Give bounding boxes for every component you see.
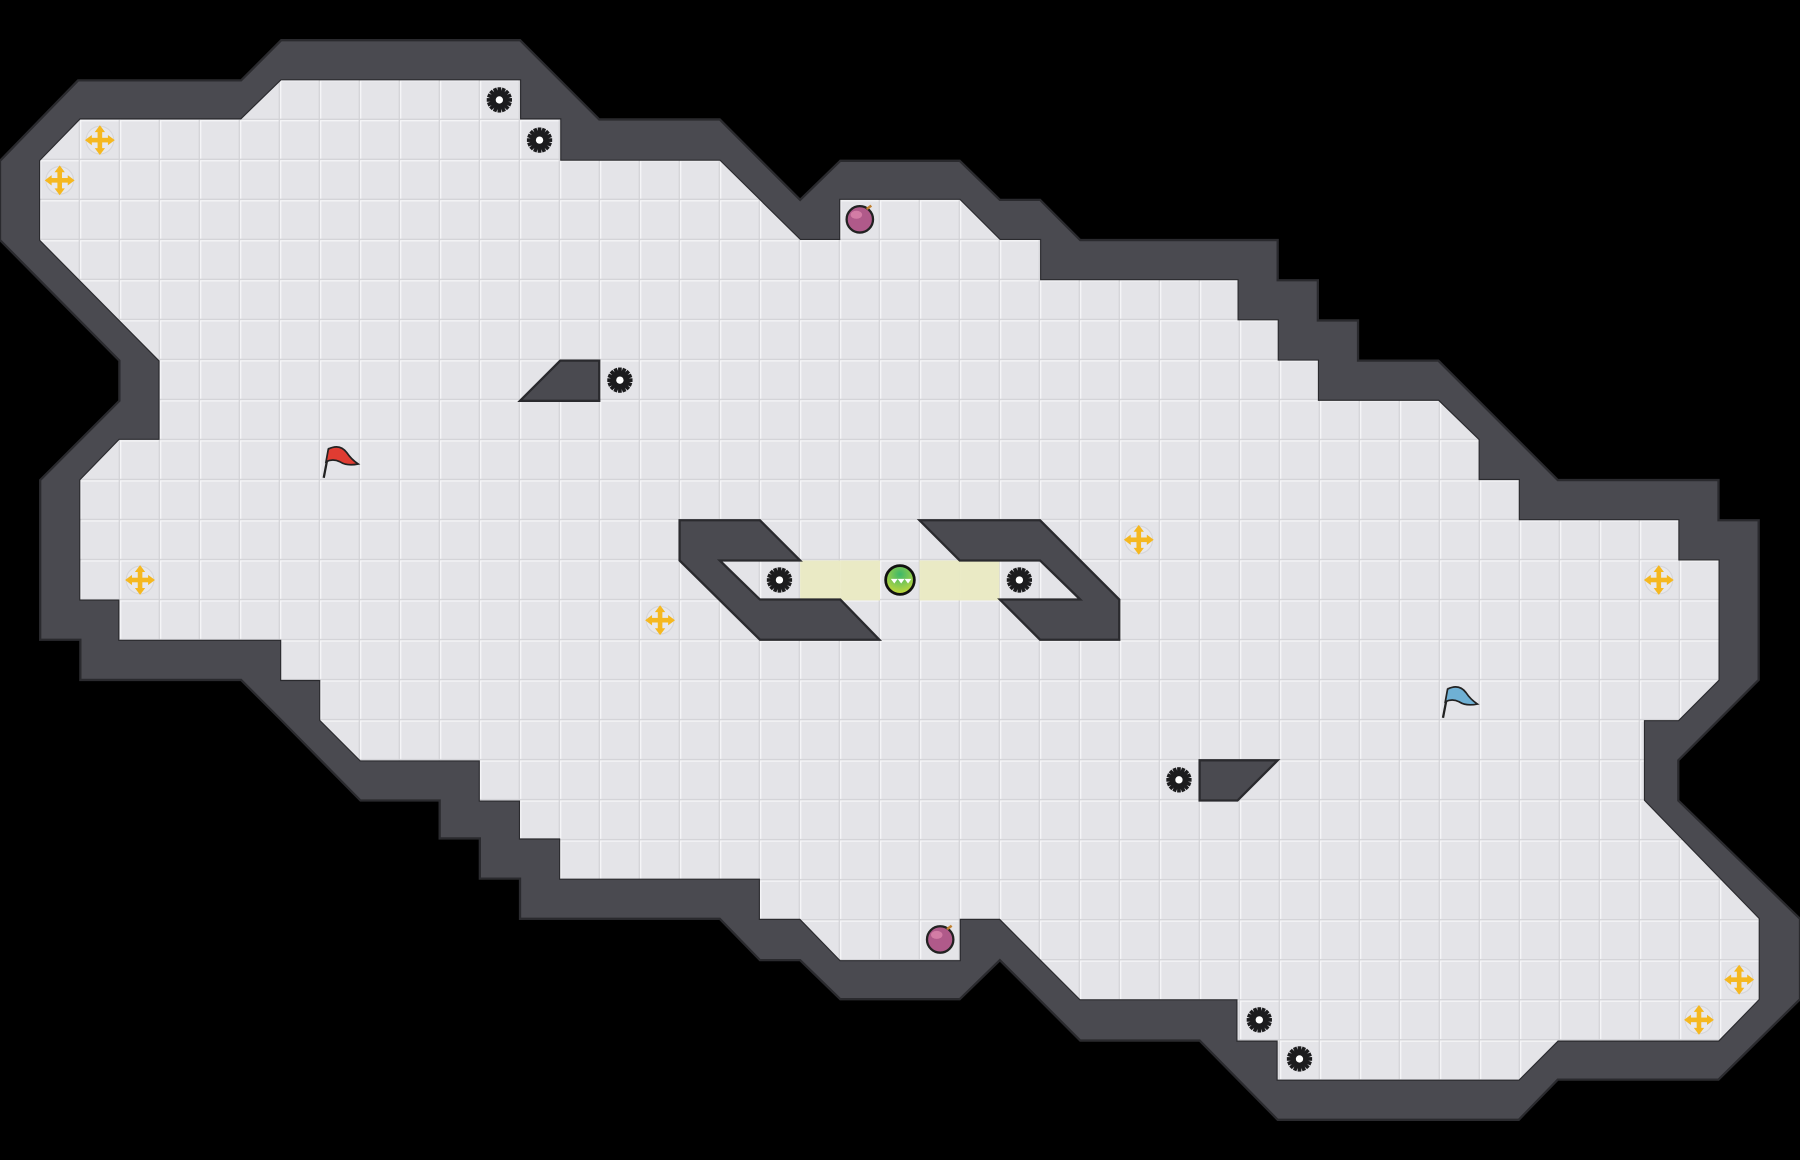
wall-bracket-left (678, 519, 883, 641)
wall-bracket-right (916, 519, 1121, 641)
bomb-icon (845, 204, 875, 234)
player-arrows-icon (890, 578, 912, 584)
spike-gear-icon (1006, 567, 1033, 593)
wall-wedge (517, 359, 601, 402)
spike-gear-icon (486, 87, 512, 113)
bomb-icon (925, 924, 955, 954)
player-ball[interactable] (884, 564, 916, 596)
spike-gear-icon (1286, 1046, 1313, 1072)
spike-gear-icon (526, 127, 553, 153)
spike-gear-icon (766, 567, 793, 593)
spike-gear-icon (607, 367, 633, 393)
wall-wedge (1198, 759, 1281, 802)
spike-gear-icon (1246, 1007, 1272, 1033)
highlight-tiles (800, 560, 1000, 601)
spike-gear-icon (1166, 767, 1192, 793)
blue-flag (1441, 686, 1480, 719)
red-flag (322, 446, 361, 478)
